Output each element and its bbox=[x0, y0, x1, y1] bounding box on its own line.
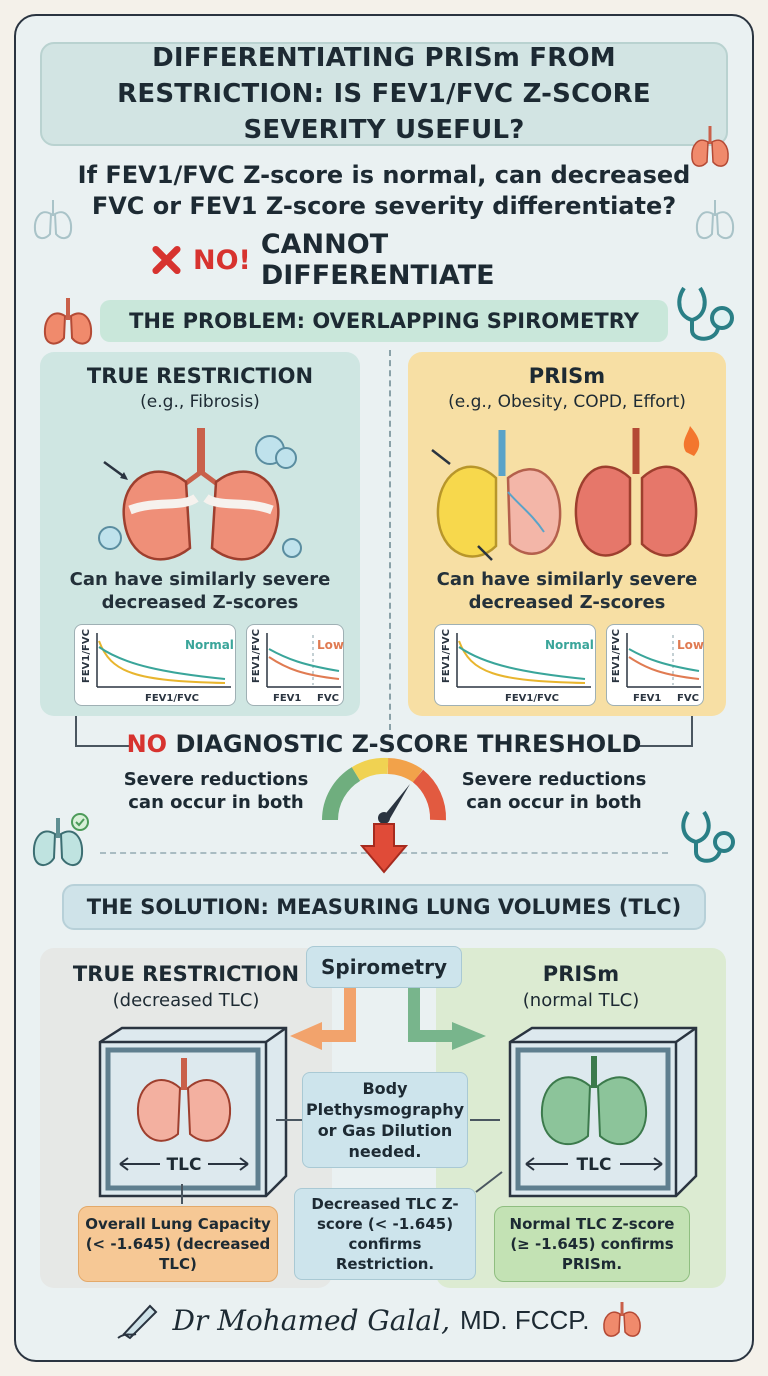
credentials: MD. FCCP. bbox=[459, 1304, 590, 1335]
footer: Dr Mohamed Galal, MD. FCCP. bbox=[110, 1296, 650, 1344]
restriction-chart-volumes: FEV1/FVC FEV1 FVC Low bbox=[246, 624, 344, 706]
restriction-chart2-ylabel: FEV1/FVC bbox=[251, 629, 262, 683]
gauge-icon bbox=[322, 757, 447, 824]
stethoscope-icon-top bbox=[677, 286, 734, 341]
solution-heading-label: THE SOLUTION: MEASURING LUNG VOLUMES (TL… bbox=[86, 895, 682, 919]
red-x-icon bbox=[152, 245, 181, 275]
page-title: DIFFERENTIATING PRISm FROM RESTRICTION: … bbox=[117, 43, 651, 145]
lungs-outline-icon-left bbox=[33, 200, 73, 240]
right-note-text: Normal TLC Z-score (≥ -1.645) confirms P… bbox=[509, 1215, 675, 1273]
problem-heading-label: THE PROBLEM: OVERLAPPING SPIROMETRY bbox=[129, 309, 639, 333]
right-tlc-label: TLC bbox=[577, 1155, 612, 1175]
right-note-box: Normal TLC Z-score (≥ -1.645) confirms P… bbox=[494, 1206, 690, 1282]
spirometry-label: Spirometry bbox=[320, 955, 448, 979]
left-subtitle: (decreased TLC) bbox=[112, 990, 260, 1011]
method-box: Body Plethysmography or Gas Dilution nee… bbox=[302, 1072, 468, 1168]
prism-chart1-ylabel: FEV1/FVC bbox=[441, 629, 452, 683]
answer-text: CANNOT DIFFERENTIATE bbox=[260, 229, 495, 291]
left-note-text: Overall Lung Capacity (< -1.645) (decrea… bbox=[85, 1215, 271, 1273]
prism-chart1-tag: Normal bbox=[545, 638, 594, 652]
prism-lungs-icon bbox=[431, 426, 700, 561]
restriction-chart-ratio: FEV1/FVC FEV1/FVC Normal bbox=[74, 624, 236, 706]
pen-icon bbox=[117, 1304, 158, 1340]
threshold-bracket bbox=[75, 716, 693, 747]
left-plethysmograph-icon: TLC bbox=[98, 1026, 288, 1198]
prism-subtitle: (e.g., Obesity, COPD, Effort) bbox=[448, 392, 686, 412]
restriction-chart1-ylabel: FEV1/FVC bbox=[81, 629, 92, 683]
prism-chart-volumes: FEV1/FVC FEV1 FVC Low bbox=[606, 624, 704, 706]
prism-chart-ratio: FEV1/FVC FEV1/FVC Normal bbox=[434, 624, 596, 706]
left-note-box: Overall Lung Capacity (< -1.645) (decrea… bbox=[78, 1206, 278, 1282]
problem-heading: THE PROBLEM: OVERLAPPING SPIROMETRY bbox=[100, 300, 668, 342]
answer-line: NO! CANNOT DIFFERENTIATE bbox=[150, 229, 620, 291]
title-banner: DIFFERENTIATING PRISm FROM RESTRICTION: … bbox=[40, 42, 728, 146]
lungs-icon-footer bbox=[602, 1302, 641, 1337]
lungs-icon-top-right bbox=[691, 126, 729, 167]
question-text: If FEV1/FVC Z-score is normal, can decre… bbox=[77, 161, 691, 220]
prism-panel: PRISm (e.g., Obesity, COPD, Effort) Can … bbox=[408, 352, 726, 716]
prism-chart2-xlabel1: FEV1 bbox=[633, 693, 661, 704]
side-note-left: Severe reductions can occur in both bbox=[123, 769, 309, 813]
panel-divider bbox=[389, 350, 391, 730]
restriction-subtitle: (e.g., Fibrosis) bbox=[140, 392, 260, 412]
right-title: PRISm bbox=[542, 962, 620, 986]
down-arrow-icon bbox=[360, 823, 408, 874]
connector-lines bbox=[181, 1119, 503, 1204]
restriction-chart1-xlabel: FEV1/FVC bbox=[145, 693, 199, 704]
solution-heading: THE SOLUTION: MEASURING LUNG VOLUMES (TL… bbox=[62, 884, 706, 930]
restriction-text: Can have similarly severe decreased Z-sc… bbox=[69, 569, 331, 613]
prism-title: PRISm bbox=[528, 364, 606, 388]
restriction-chart2-tag: Low bbox=[317, 638, 344, 652]
answer-no: NO! bbox=[192, 244, 251, 276]
threshold-line: NO DIAGNOSTIC Z-SCORE THRESHOLD bbox=[110, 730, 658, 758]
left-tlc-label: TLC bbox=[167, 1155, 202, 1175]
restriction-panel: TRUE RESTRICTION (e.g., Fibrosis) Can ha… bbox=[40, 352, 360, 716]
stethoscope-icon-bottom bbox=[681, 810, 735, 863]
signature: Dr Mohamed Galal, bbox=[172, 1303, 450, 1337]
threshold-no: NO bbox=[126, 730, 168, 758]
fibrotic-lungs-icon bbox=[98, 428, 302, 561]
restriction-title: TRUE RESTRICTION bbox=[86, 364, 314, 388]
side-note-right: Severe reductions can occur in both bbox=[461, 769, 647, 813]
left-title: TRUE RESTRICTION bbox=[72, 962, 300, 986]
restriction-chart2-xlabel1: FEV1 bbox=[273, 693, 301, 704]
spirometry-box: Spirometry bbox=[306, 946, 462, 988]
confirm-text: Decreased TLC Z-score (< -1.645) confirm… bbox=[311, 1195, 459, 1273]
prism-chart1-xlabel: FEV1/FVC bbox=[505, 693, 559, 704]
lungs-icon-problem bbox=[43, 298, 93, 345]
prism-chart2-tag: Low bbox=[677, 638, 704, 652]
right-subtitle: (normal TLC) bbox=[522, 990, 640, 1011]
lungs-outline-icon-right bbox=[695, 200, 735, 240]
method-text: Body Plethysmography or Gas Dilution nee… bbox=[305, 1079, 465, 1161]
prism-text: Can have similarly severe decreased Z-sc… bbox=[436, 569, 698, 613]
restriction-chart2-xlabel2: FVC bbox=[317, 693, 339, 704]
split-arrows bbox=[290, 988, 486, 1050]
prism-chart2-ylabel: FEV1/FVC bbox=[611, 629, 622, 683]
right-plethysmograph-icon: TLC bbox=[508, 1026, 698, 1198]
confirm-box: Decreased TLC Z-score (< -1.645) confirm… bbox=[294, 1188, 476, 1280]
lungs-check-icon bbox=[32, 813, 89, 866]
prism-chart2-xlabel2: FVC bbox=[677, 693, 699, 704]
threshold-text: DIAGNOSTIC Z-SCORE THRESHOLD bbox=[175, 730, 642, 758]
restriction-chart1-tag: Normal bbox=[185, 638, 234, 652]
